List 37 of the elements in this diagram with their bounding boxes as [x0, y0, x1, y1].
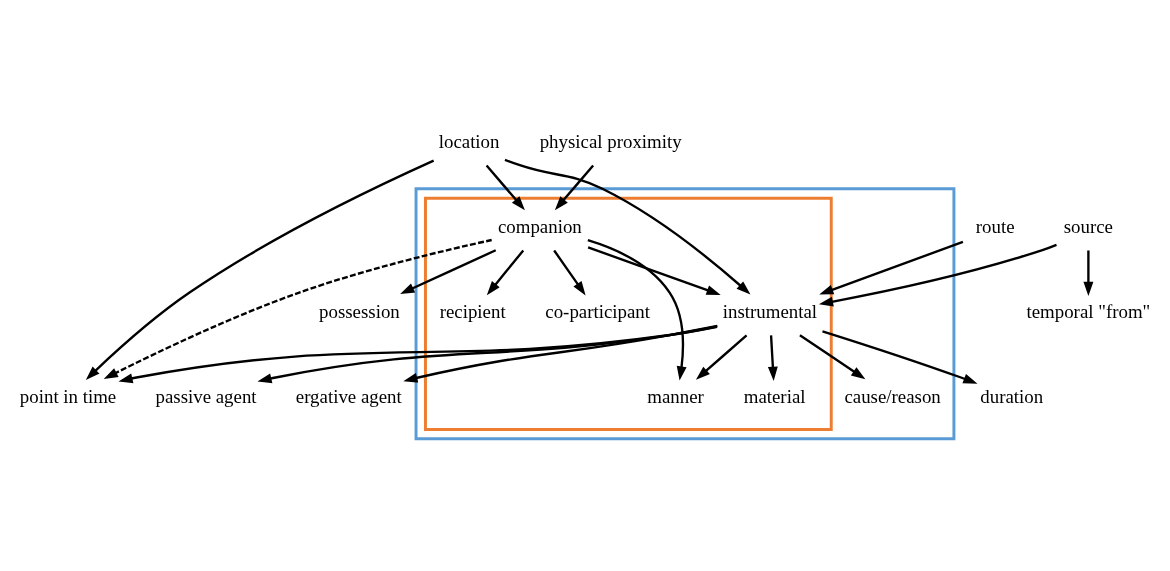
- node-text: duration: [980, 386, 1044, 408]
- node-text: point in time: [19, 386, 117, 408]
- arrow: [85, 159, 435, 380]
- arrow: [819, 240, 964, 295]
- arrow: [767, 335, 778, 381]
- arrow: [587, 246, 721, 295]
- arrow: [553, 249, 586, 296]
- arrow: [485, 164, 525, 211]
- node-text: ergative agent: [295, 386, 402, 408]
- node-text: route: [975, 216, 1015, 238]
- arrow: [486, 249, 525, 296]
- node-text: manner: [647, 386, 704, 408]
- arrow: [822, 330, 978, 384]
- node-text: location: [438, 131, 500, 153]
- arrow: [554, 164, 595, 211]
- arrow: [403, 324, 718, 383]
- node-text: material: [743, 386, 806, 408]
- node-text: possession: [319, 301, 400, 323]
- node-text: recipient: [439, 301, 506, 323]
- node-text: temporal "from": [1026, 301, 1151, 323]
- arrow: [695, 334, 748, 380]
- arrow: [799, 334, 866, 380]
- arrow: [400, 249, 497, 294]
- node-text: source: [1063, 216, 1113, 238]
- node-text: passive agent: [155, 386, 257, 408]
- arrow: [103, 238, 492, 380]
- arrow: [818, 243, 1057, 307]
- arrow: [1083, 250, 1094, 297]
- node-text: physical proximity: [539, 131, 682, 153]
- node-text: cause/reason: [844, 386, 941, 408]
- arrow: [257, 325, 718, 384]
- node-text: instrumental: [722, 301, 818, 323]
- node-text: companion: [497, 216, 582, 238]
- arrow: [587, 239, 687, 381]
- arrow: [118, 325, 718, 384]
- arrow: [504, 158, 751, 295]
- node-text: co-participant: [545, 301, 651, 323]
